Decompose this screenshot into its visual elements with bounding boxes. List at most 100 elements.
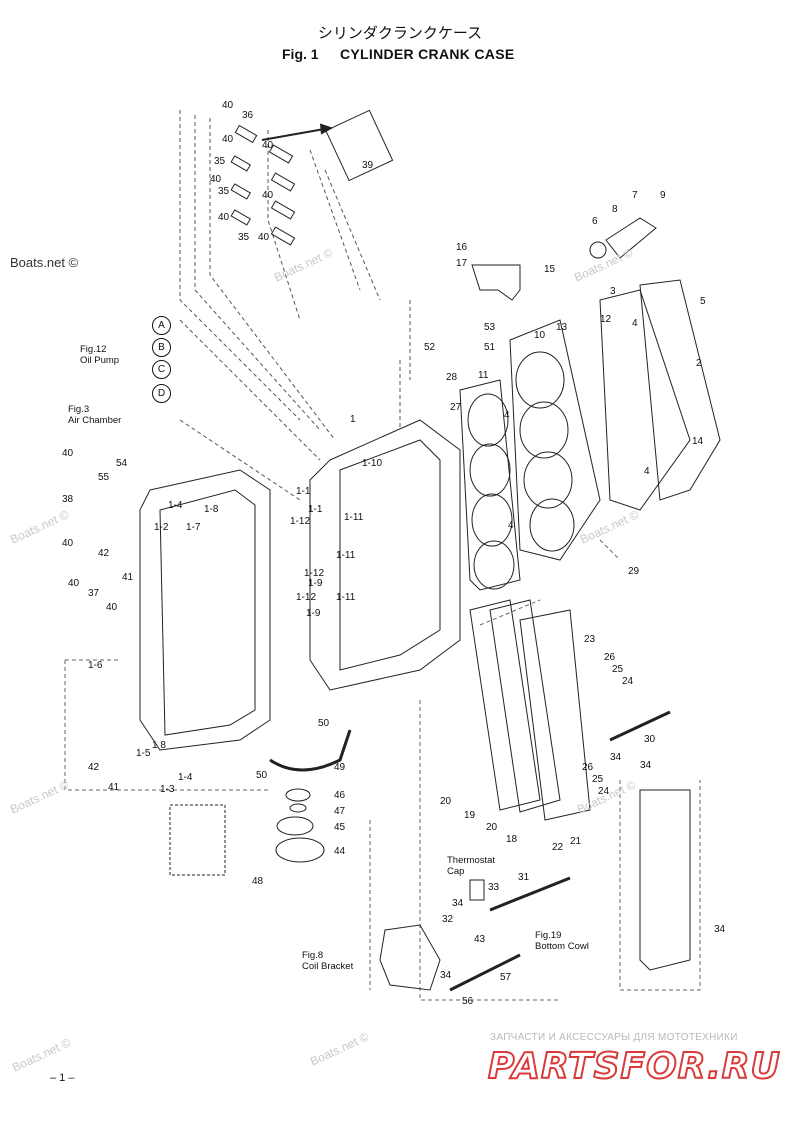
part-label[interactable]: 6 bbox=[592, 216, 598, 227]
part-label[interactable]: 31 bbox=[518, 872, 530, 883]
part-label[interactable]: 2 bbox=[696, 358, 702, 369]
part-label[interactable]: 41 bbox=[122, 572, 134, 583]
part-label[interactable]: 4 bbox=[504, 410, 510, 421]
part-label[interactable]: 1-1 bbox=[296, 486, 311, 497]
part-label[interactable]: 1-1 bbox=[308, 504, 323, 515]
part-label[interactable]: 16 bbox=[456, 242, 468, 253]
part-label[interactable]: 40 bbox=[222, 100, 234, 111]
part-label[interactable]: 49 bbox=[334, 762, 346, 773]
part-label[interactable]: 32 bbox=[442, 914, 454, 925]
part-label[interactable]: 22 bbox=[552, 842, 564, 853]
part-label[interactable]: 36 bbox=[242, 110, 254, 121]
part-label[interactable]: 1-8 bbox=[204, 504, 219, 515]
part-label[interactable]: 21 bbox=[570, 836, 582, 847]
part-label[interactable]: 47 bbox=[334, 806, 346, 817]
part-label[interactable]: 13 bbox=[556, 322, 568, 333]
part-label[interactable]: 30 bbox=[644, 734, 656, 745]
part-label[interactable]: 34 bbox=[610, 752, 622, 763]
part-label[interactable]: 1 bbox=[350, 414, 356, 425]
part-label[interactable]: 53 bbox=[484, 322, 496, 333]
part-label[interactable]: 1-5 bbox=[136, 748, 151, 759]
part-label[interactable]: 40 bbox=[262, 140, 274, 151]
part-label[interactable]: 33 bbox=[488, 882, 500, 893]
part-label[interactable]: 10 bbox=[534, 330, 546, 341]
part-label[interactable]: 17 bbox=[456, 258, 468, 269]
part-label[interactable]: 12 bbox=[600, 314, 612, 325]
part-label[interactable]: 40 bbox=[222, 134, 234, 145]
part-label[interactable]: 18 bbox=[506, 834, 518, 845]
part-label[interactable]: 4 bbox=[632, 318, 638, 329]
part-label[interactable]: 26 bbox=[604, 652, 616, 663]
ref-oil-pump[interactable]: Fig.12 Oil Pump bbox=[80, 344, 120, 366]
part-label[interactable]: 40 bbox=[62, 448, 74, 459]
part-label[interactable]: 42 bbox=[88, 762, 100, 773]
part-label[interactable]: 20 bbox=[440, 796, 452, 807]
part-label[interactable]: 1-2 bbox=[154, 522, 169, 533]
part-label[interactable]: 28 bbox=[446, 372, 458, 383]
part-label[interactable]: 40 bbox=[62, 538, 74, 549]
part-label[interactable]: 46 bbox=[334, 790, 346, 801]
ref-bottom-cowl[interactable]: Fig.19 Bottom Cowl bbox=[535, 930, 589, 952]
part-label[interactable]: 26 bbox=[582, 762, 594, 773]
part-label[interactable]: 11 bbox=[478, 370, 489, 381]
part-label[interactable]: 25 bbox=[612, 664, 624, 675]
part-label[interactable]: 24 bbox=[622, 676, 634, 687]
part-label[interactable]: 51 bbox=[484, 342, 496, 353]
part-label[interactable]: 4 bbox=[508, 520, 514, 531]
part-label[interactable]: 7 bbox=[632, 190, 638, 201]
part-label[interactable]: 1-12 bbox=[304, 568, 325, 579]
part-label[interactable]: 44 bbox=[334, 846, 346, 857]
part-label[interactable]: 1-11 bbox=[336, 592, 356, 603]
part-label[interactable]: 23 bbox=[584, 634, 596, 645]
part-label[interactable]: 34 bbox=[714, 924, 726, 935]
part-label[interactable]: 40 bbox=[106, 602, 118, 613]
part-label[interactable]: 40 bbox=[210, 174, 222, 185]
part-label[interactable]: 27 bbox=[450, 402, 462, 413]
ref-coil-bracket[interactable]: Fig.8 Coil Bracket bbox=[302, 950, 354, 972]
part-label[interactable]: 57 bbox=[500, 972, 512, 983]
part-label[interactable]: 35 bbox=[214, 156, 226, 167]
part-label[interactable]: 34 bbox=[452, 898, 464, 909]
part-label[interactable]: 4 bbox=[644, 466, 650, 477]
part-label[interactable]: 20 bbox=[486, 822, 498, 833]
part-label[interactable]: 40 bbox=[68, 578, 80, 589]
part-label[interactable]: 50 bbox=[318, 718, 330, 729]
part-label[interactable]: 48 bbox=[252, 876, 264, 887]
part-label[interactable]: 1-3 bbox=[160, 784, 175, 795]
part-label[interactable]: 25 bbox=[592, 774, 604, 785]
part-label[interactable]: 1-7 bbox=[186, 522, 201, 533]
part-label[interactable]: 1 8 bbox=[152, 740, 166, 751]
part-label[interactable]: 34 bbox=[440, 970, 452, 981]
part-label[interactable]: 45 bbox=[334, 822, 346, 833]
part-label[interactable]: 50 bbox=[256, 770, 268, 781]
part-label[interactable]: 8 bbox=[612, 204, 618, 215]
part-label[interactable]: 1-12 bbox=[290, 516, 311, 527]
part-label[interactable]: 1-10 bbox=[362, 458, 383, 469]
part-label[interactable]: 1-9 bbox=[308, 578, 323, 589]
part-label[interactable]: 41 bbox=[108, 782, 120, 793]
part-label[interactable]: 15 bbox=[544, 264, 556, 275]
part-label[interactable]: 55 bbox=[98, 472, 110, 483]
part-label[interactable]: 29 bbox=[628, 566, 640, 577]
part-label[interactable]: 40 bbox=[218, 212, 230, 223]
part-label[interactable]: 1-4 bbox=[178, 772, 193, 783]
part-label[interactable]: 35 bbox=[218, 186, 230, 197]
part-label[interactable]: 56 bbox=[462, 996, 474, 1007]
part-label[interactable]: 24 bbox=[598, 786, 610, 797]
part-label[interactable]: 1-4 bbox=[168, 500, 183, 511]
part-label[interactable]: 1-12 bbox=[296, 592, 317, 603]
part-label[interactable]: 37 bbox=[88, 588, 100, 599]
part-label[interactable]: 54 bbox=[116, 458, 128, 469]
part-label[interactable]: 43 bbox=[474, 934, 486, 945]
part-label[interactable]: 1-6 bbox=[88, 660, 103, 671]
part-label[interactable]: 38 bbox=[62, 494, 74, 505]
part-label[interactable]: 42 bbox=[98, 548, 110, 559]
ref-air-chamber[interactable]: Fig.3 Air Chamber bbox=[68, 404, 122, 426]
part-label[interactable]: 35 bbox=[238, 232, 250, 243]
part-label[interactable]: 40 bbox=[258, 232, 270, 243]
part-label[interactable]: 9 bbox=[660, 190, 666, 201]
part-label[interactable]: 39 bbox=[362, 160, 374, 171]
part-label[interactable]: 5 bbox=[700, 296, 706, 307]
part-label[interactable]: 1-11 bbox=[344, 512, 364, 523]
part-label[interactable]: 1-9 bbox=[306, 608, 321, 619]
